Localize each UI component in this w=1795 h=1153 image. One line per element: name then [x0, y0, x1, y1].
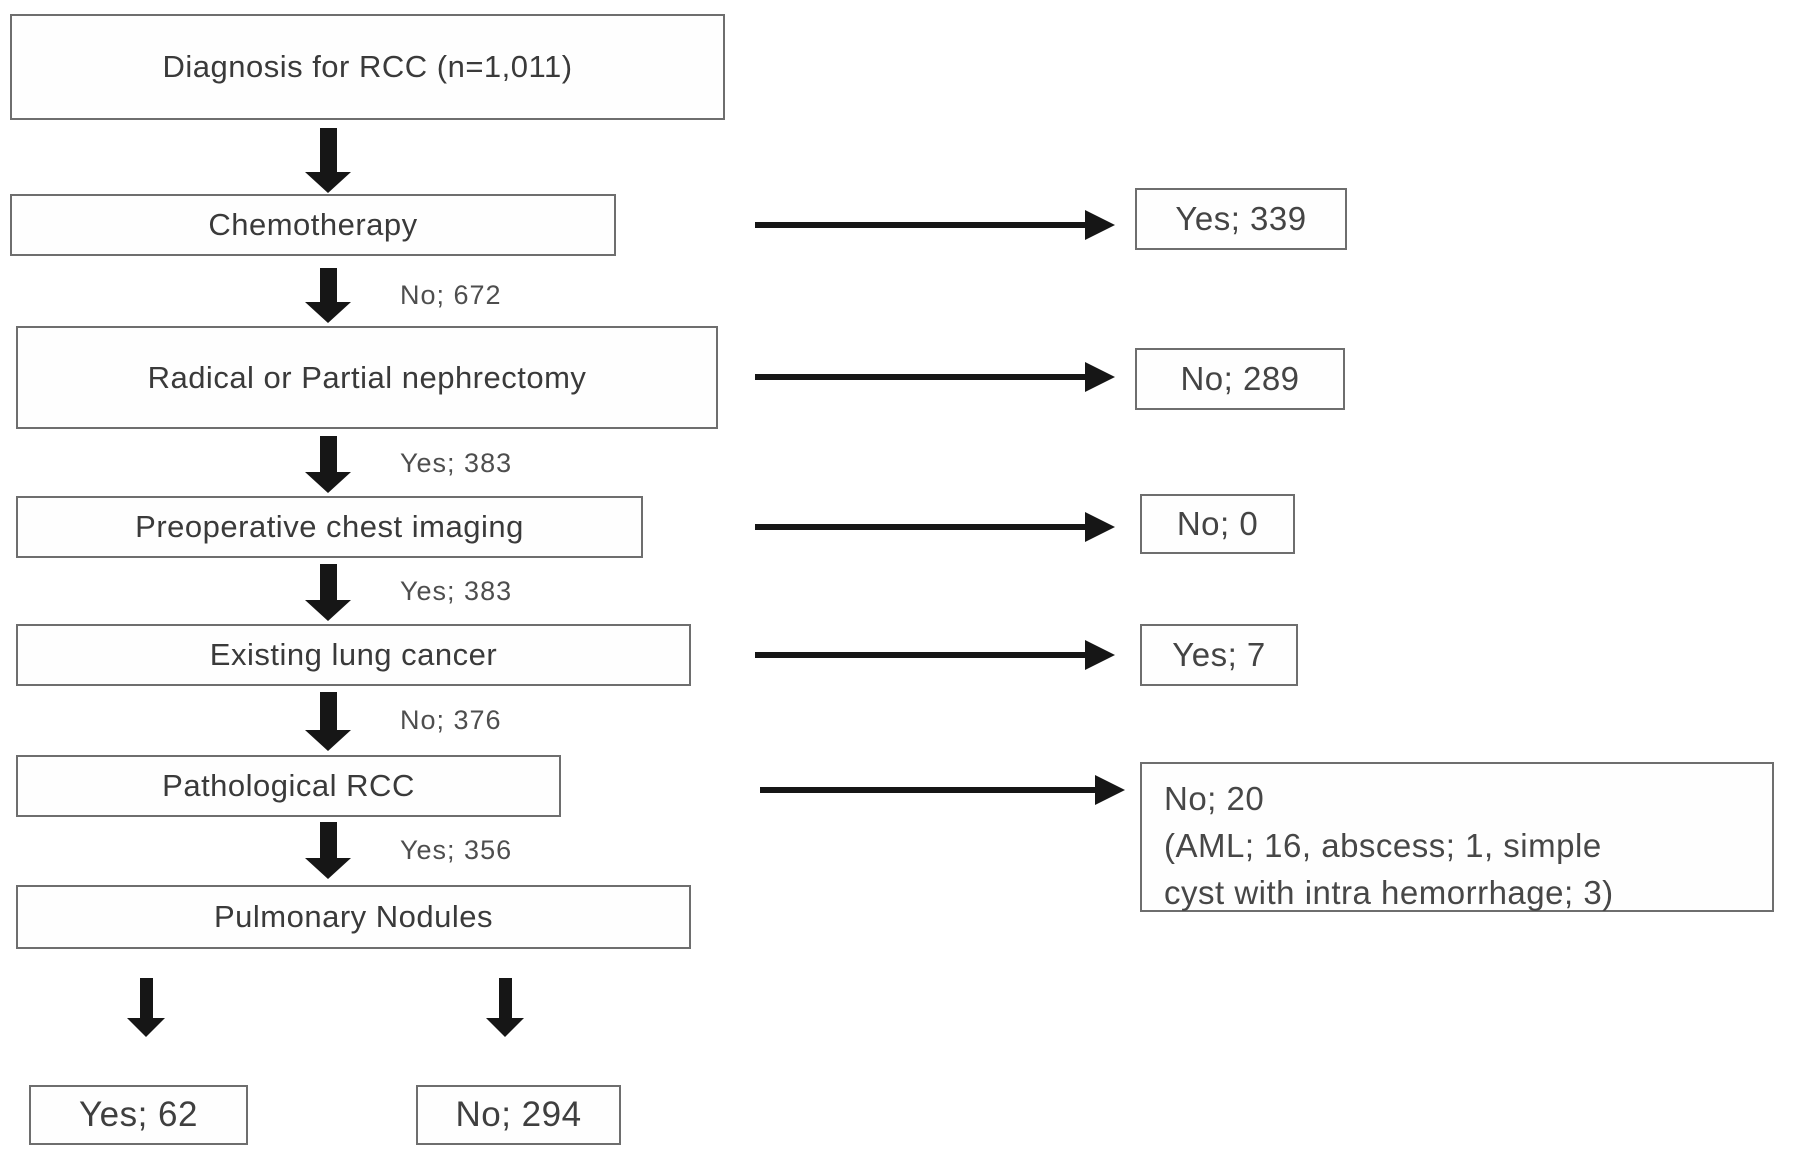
arrow-down-lung-cancer-to-pathological: [305, 692, 351, 751]
branch-nephrectomy-no: No; 289: [1135, 348, 1345, 410]
branch-imaging-no: No; 0: [1140, 494, 1295, 554]
edge-label-yes-383-a: Yes; 383: [400, 448, 513, 478]
edge-label-yes-383-b: Yes; 383: [400, 576, 513, 606]
edge-label-no-672: No; 672: [400, 280, 502, 310]
node-existing-lung-cancer: Existing lung cancer: [16, 624, 691, 686]
arrow-down-nodules-to-yes: [127, 978, 165, 1037]
arrow-right-pathological-no: [760, 775, 1125, 805]
arrow-right-nephrectomy-no: [755, 362, 1115, 392]
branch-chemotherapy-yes: Yes; 339: [1135, 188, 1347, 250]
arrow-down-diagnosis-to-chemotherapy: [305, 128, 351, 193]
edge-label-no-376: No; 376: [400, 705, 502, 735]
branch-pathological-no-line3: cyst with intra hemorrhage; 3): [1164, 873, 1614, 911]
arrow-right-chemotherapy-yes: [755, 210, 1115, 240]
branch-lung-cancer-yes: Yes; 7: [1140, 624, 1298, 686]
outcome-nodules-no: No; 294: [416, 1085, 621, 1145]
arrow-down-chemotherapy-to-nephrectomy: [305, 268, 351, 323]
arrow-right-imaging-no: [755, 512, 1115, 542]
node-chemotherapy: Chemotherapy: [10, 194, 616, 256]
node-pathological-rcc: Pathological RCC: [16, 755, 561, 817]
branch-pathological-no: No; 20 (AML; 16, abscess; 1, simple cyst…: [1140, 762, 1774, 912]
node-preoperative-imaging: Preoperative chest imaging: [16, 496, 643, 558]
node-pulmonary-nodules: Pulmonary Nodules: [16, 885, 691, 949]
branch-pathological-no-line1: No; 20: [1164, 780, 1265, 817]
arrow-down-nephrectomy-to-imaging: [305, 436, 351, 493]
node-nephrectomy: Radical or Partial nephrectomy: [16, 326, 718, 429]
arrow-down-nodules-to-no: [486, 978, 524, 1037]
branch-pathological-no-line2: (AML; 16, abscess; 1, simple: [1164, 826, 1602, 864]
edge-label-yes-356: Yes; 356: [400, 835, 513, 865]
node-diagnosis: Diagnosis for RCC (n=1,011): [10, 14, 725, 120]
arrow-down-pathological-to-nodules: [305, 822, 351, 879]
outcome-nodules-yes: Yes; 62: [29, 1085, 248, 1145]
arrow-right-lung-cancer-yes: [755, 640, 1115, 670]
arrow-down-imaging-to-lung-cancer: [305, 564, 351, 621]
